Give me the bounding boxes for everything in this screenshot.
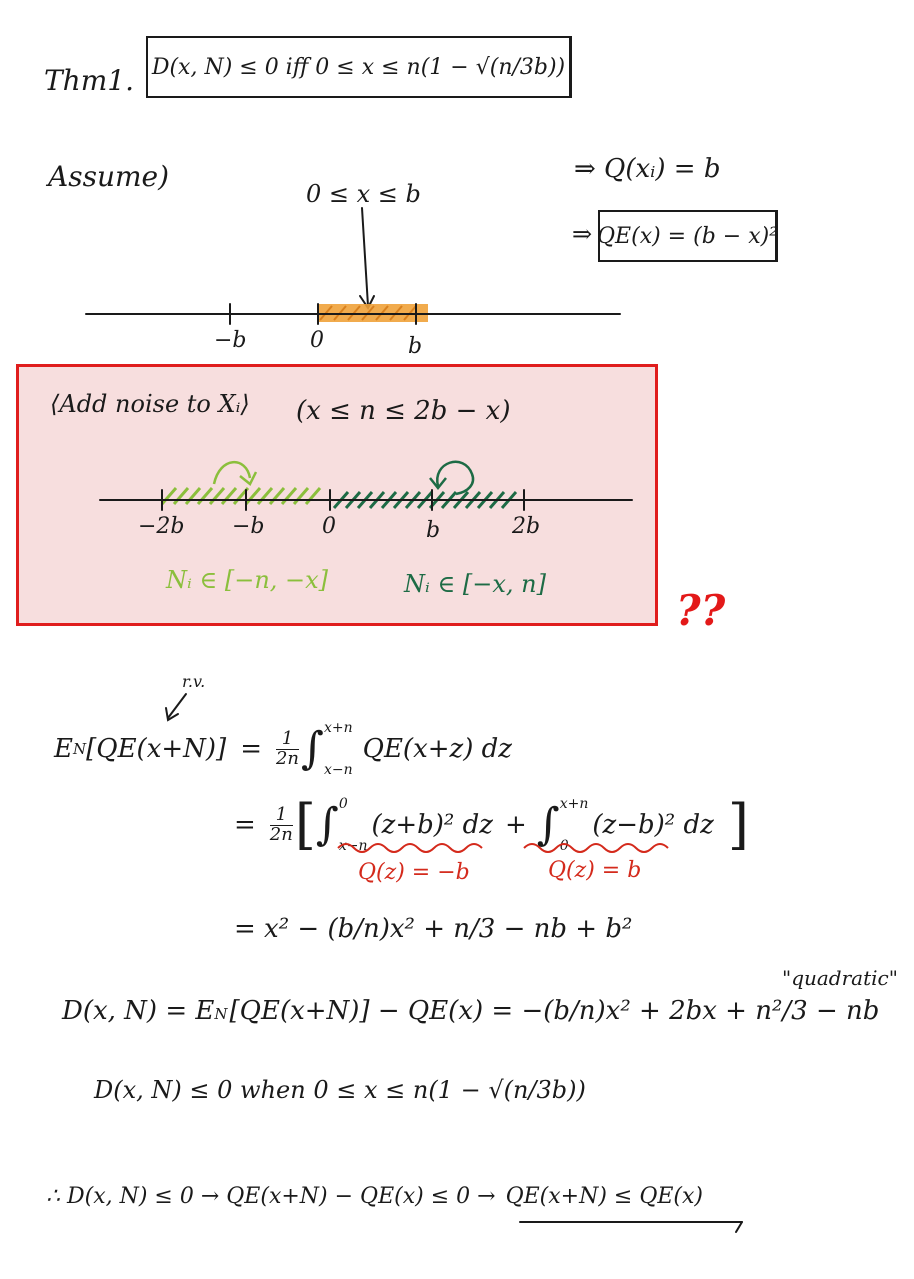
plus-sign: + <box>504 810 527 840</box>
wavy-underlines <box>337 843 669 853</box>
assume-label: Assume) <box>48 160 170 193</box>
noise-box <box>16 364 658 626</box>
noise-tick-neg-2b: −2b <box>138 514 185 539</box>
derivation-line-2: = 1 2n [ ∫ 0 x−n (z+b)² dz + ∫ x+n 0 (z−… <box>234 796 749 854</box>
tick-label-b: b <box>408 334 423 359</box>
integrand-2: (z+b)² dz <box>371 810 493 840</box>
note-q-minus-b: Q(z) = −b <box>358 860 470 885</box>
qe-formula-box: QE(x) = (b − x)² <box>597 210 778 262</box>
integral-sign: ∫ <box>536 799 560 850</box>
question-marks: ?? <box>676 586 726 635</box>
d-definition: D(x, N) = E N [QE(x+N)] − QE(x) = −(b/n)… <box>62 996 879 1026</box>
lower-limit: x−n <box>323 762 353 778</box>
noise-number-line <box>99 460 633 511</box>
d-definition-subscript: N <box>214 1005 228 1023</box>
equals-2: = <box>234 810 256 840</box>
expectation-subscript: N <box>72 740 87 758</box>
noise-tick-2b: 2b <box>512 514 541 539</box>
numerator: 1 <box>281 727 294 749</box>
equals-1: = <box>240 734 262 764</box>
theorem-statement: D(x, N) ≤ 0 iff 0 ≤ x ≤ n(1 − √(n/3b)) <box>151 54 566 80</box>
derivation-line-3: = x² − (b/n)x² + n/3 − nb + b² <box>234 914 633 944</box>
fraction-1-over-2n-b: 1 2n <box>269 803 293 845</box>
right-bracket: ] <box>727 793 749 856</box>
lower-limit: 0 <box>559 838 569 854</box>
integral-sign: ∫ <box>301 723 324 774</box>
expectation-symbol: E <box>54 734 73 764</box>
tick-label-neg-b: −b <box>214 328 247 353</box>
implies-q: ⇒ Q(xᵢ) = b <box>574 154 721 184</box>
integral-limits-1: x+n x−n <box>324 720 353 778</box>
expectation-argument: [QE(x+N)] <box>86 734 227 764</box>
implies-qe-arrow: ⇒ <box>572 220 593 248</box>
noise-box-condition: (x ≤ n ≤ 2b − x) <box>296 396 511 426</box>
integrand-3: (z−b)² dz <box>592 810 714 840</box>
assume-number-line <box>85 207 621 325</box>
integral-sign: ∫ <box>315 799 339 850</box>
tick-label-zero: 0 <box>310 328 324 353</box>
denominator: 2n <box>269 823 293 845</box>
d-when-condition: D(x, N) ≤ 0 when 0 ≤ x ≤ n(1 − √(n/3b)) <box>94 1076 586 1104</box>
assume-range: 0 ≤ x ≤ b <box>306 180 421 208</box>
noise-tick-neg-b: −b <box>232 514 265 539</box>
theorem-label: Thm1. <box>44 64 134 97</box>
noise-tick-b: b <box>426 518 441 543</box>
rv-note: r.v. <box>182 672 206 691</box>
denominator: 2n <box>275 747 300 769</box>
numerator: 1 <box>275 803 288 825</box>
note-q-b: Q(z) = b <box>548 858 642 883</box>
qe-formula: QE(x) = (b − x)² <box>597 223 778 249</box>
upper-limit: x+n <box>323 720 353 736</box>
noise-tick-zero: 0 <box>322 514 336 539</box>
derivation-line-1: E N [QE(x+N)] = 1 2n ∫ x+n x−n QE(x+z) d… <box>54 720 512 778</box>
noise-box-title: ⟨Add noise to Xᵢ⟩ <box>50 390 250 418</box>
upper-limit: x+n <box>559 796 589 812</box>
upper-limit: 0 <box>338 796 348 812</box>
integral-limits-3: x+n 0 <box>560 796 589 854</box>
rv-arrow <box>165 693 187 722</box>
integrand-1: QE(x+z) dz <box>362 734 512 764</box>
conclusion-final: QE(x+N) ≤ QE(x) <box>505 1184 704 1209</box>
conclusion-line: ∴ D(x, N) ≤ 0 → QE(x+N) − QE(x) ≤ 0 → QE… <box>46 1184 703 1209</box>
left-noise-range: Nᵢ ∈ [−n, −x] <box>166 566 329 594</box>
conclusion-start: ∴ D(x, N) ≤ 0 → QE(x+N) − QE(x) ≤ 0 → <box>46 1184 496 1209</box>
quadratic-note: "quadratic" <box>782 966 898 990</box>
d-definition-rhs: [QE(x+N)] − QE(x) = −(b/n)x² + 2bx + n²/… <box>229 996 880 1026</box>
d-definition-lhs: D(x, N) = E <box>62 996 215 1026</box>
right-noise-range: Nᵢ ∈ [−x, n] <box>404 570 546 598</box>
fraction-1-over-2n: 1 2n <box>275 727 300 769</box>
left-bracket: [ <box>294 793 316 856</box>
theorem-box: D(x, N) ≤ 0 iff 0 ≤ x ≤ n(1 − √(n/3b)) <box>146 36 572 98</box>
